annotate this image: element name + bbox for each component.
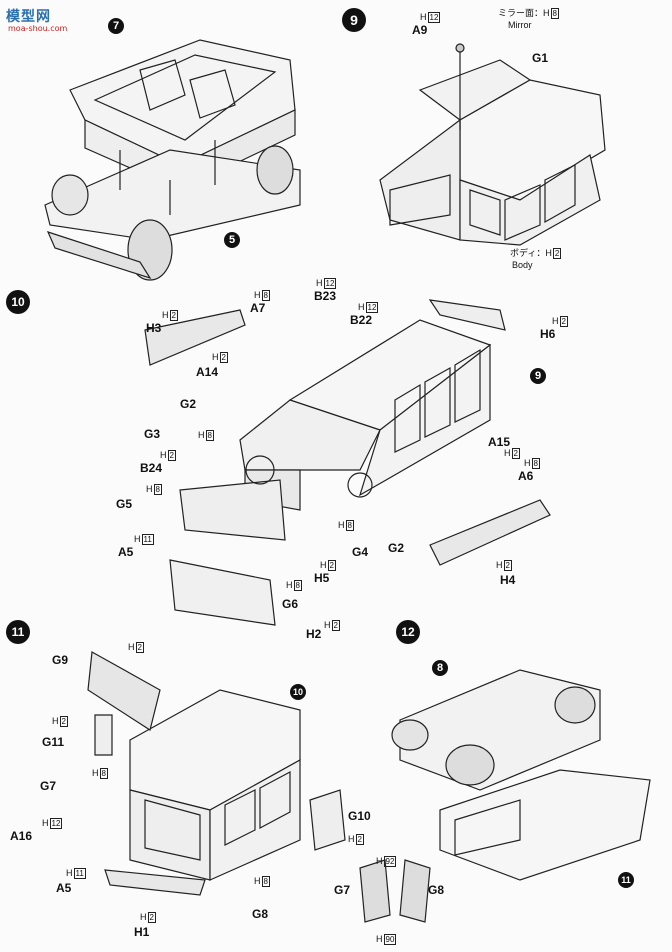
- watermark-logo: 模型网 moa-shou.com: [2, 2, 72, 36]
- callout-5: 5: [224, 232, 240, 248]
- label-a9: A9: [412, 23, 428, 37]
- label-g6: G6: [282, 597, 299, 611]
- underside-step12-illustration: [359, 669, 651, 923]
- label-h1: H1: [134, 925, 150, 939]
- label-g1: G1: [532, 51, 549, 65]
- rear-body-step11-illustration: [87, 651, 346, 896]
- label-a6: A6: [518, 469, 534, 483]
- label-a15: A15: [488, 435, 511, 449]
- body-shell-illustration: [379, 43, 606, 246]
- label-h3: H3: [146, 321, 162, 335]
- label-g9: G9: [52, 653, 69, 667]
- label-g4: G4: [352, 545, 369, 559]
- callout-10: 10: [290, 684, 306, 700]
- car-body-step10-illustration: [144, 299, 551, 626]
- label-g8-step11: G8: [252, 907, 269, 921]
- label-a14: A14: [196, 365, 219, 379]
- label-h5: H5: [314, 571, 330, 585]
- label-a7: A7: [250, 301, 266, 315]
- label-a16: A16: [10, 829, 33, 843]
- label-g3: G3: [144, 427, 161, 441]
- body-en-label: Body: [512, 260, 533, 270]
- label-h6: H6: [540, 327, 556, 341]
- chassis-illustration: [44, 39, 301, 281]
- label-g7-step11: G7: [40, 779, 57, 793]
- label-g10: G10: [348, 809, 371, 823]
- step-number-12: 12: [396, 620, 420, 644]
- step-number-11: 11: [6, 620, 30, 644]
- label-b22: B22: [350, 313, 373, 327]
- step-number-9: 9: [342, 8, 366, 32]
- callout-8: 8: [432, 660, 448, 676]
- label-g7-step12: G7: [334, 883, 351, 897]
- callout-9: 9: [530, 368, 546, 384]
- callout-11: 11: [618, 872, 634, 888]
- callout-7: 7: [108, 18, 124, 34]
- label-h4: H4: [500, 573, 516, 587]
- label-g2-top: G2: [180, 397, 197, 411]
- step-number-10: 10: [6, 290, 30, 314]
- label-h2: H2: [306, 627, 322, 641]
- label-a5-step10: A5: [118, 545, 134, 559]
- watermark-url: moa-shou.com: [8, 24, 68, 33]
- watermark-badge: 模型网: [6, 9, 51, 25]
- label-g5: G5: [116, 497, 133, 511]
- mirror-en-label: Mirror: [508, 20, 532, 30]
- label-g8-step12: G8: [428, 883, 445, 897]
- label-b24: B24: [140, 461, 163, 475]
- label-g11: G11: [42, 735, 65, 749]
- label-g2-bottom: G2: [388, 541, 405, 555]
- label-b23: B23: [314, 289, 337, 303]
- label-a5-step11: A5: [56, 881, 72, 895]
